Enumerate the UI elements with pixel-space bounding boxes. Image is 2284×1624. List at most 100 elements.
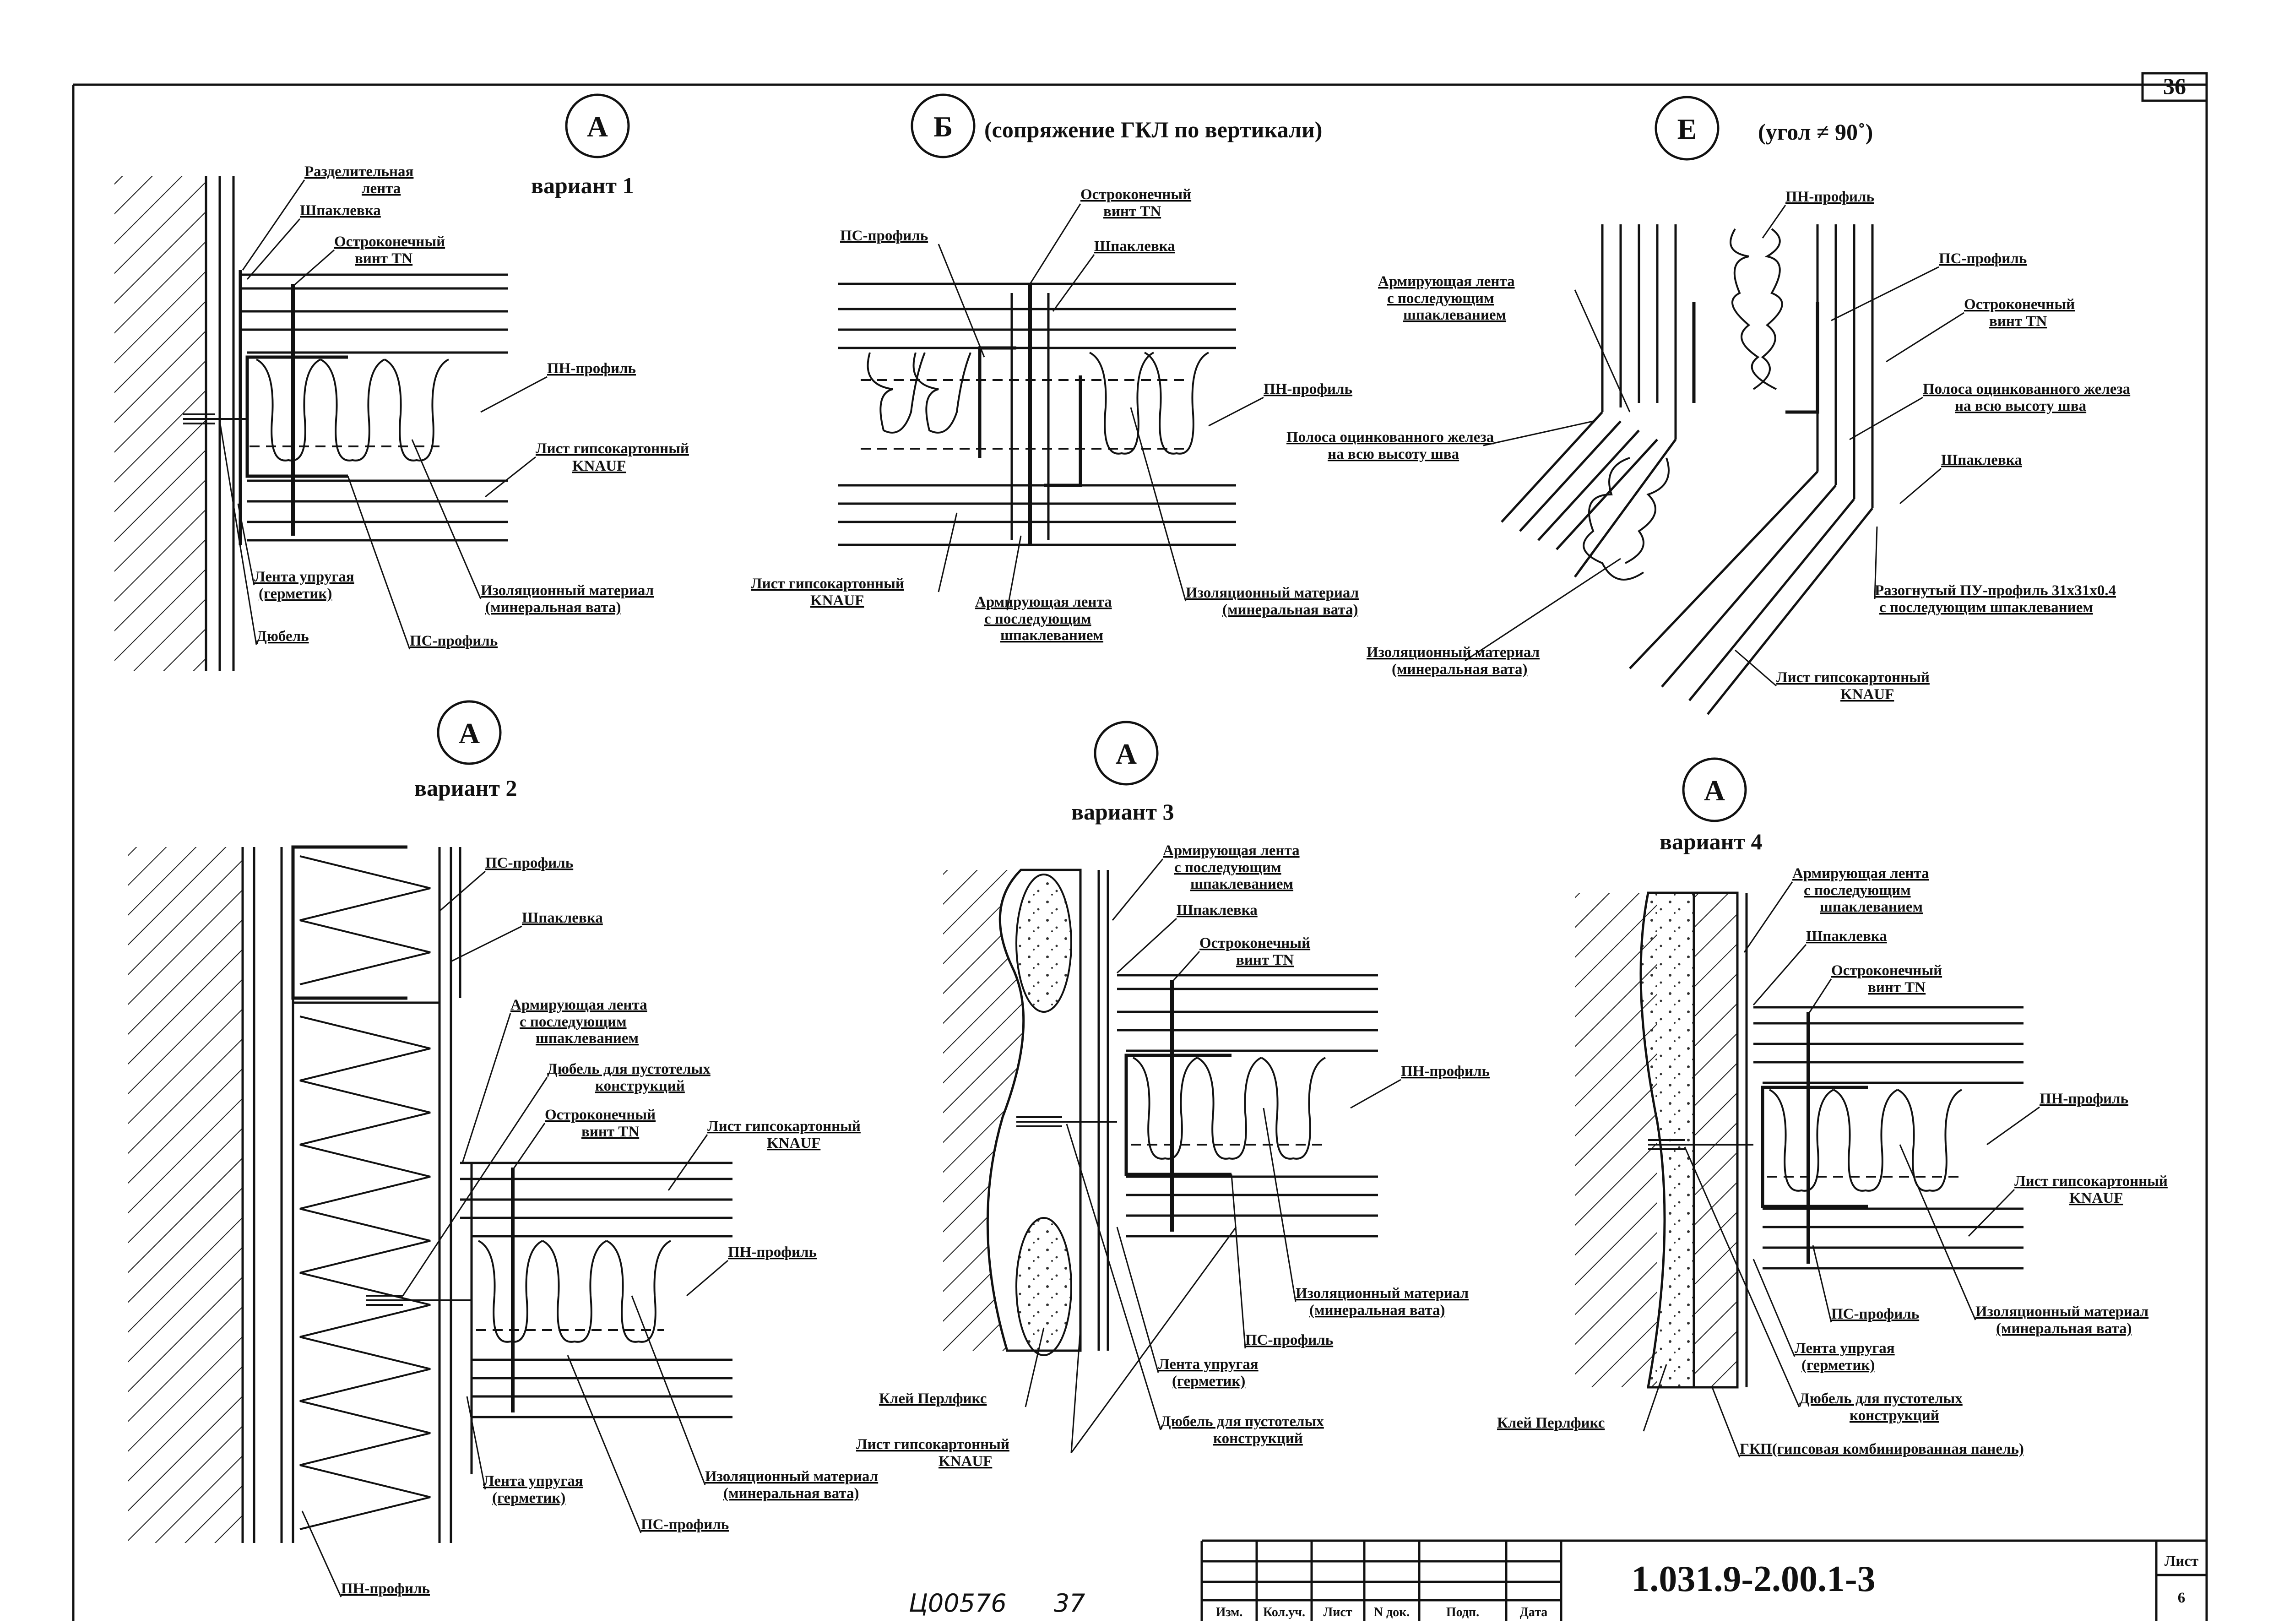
- svg-text:Разогнутый ПУ-профиль 31х31х0.: Разогнутый ПУ-профиль 31х31х0.4: [1875, 582, 2116, 599]
- svg-text:ПС-профиль: ПС-профиль: [840, 228, 928, 244]
- svg-text:KNAUF: KNAUF: [572, 458, 626, 474]
- svg-text:с последующим: с последующим: [1387, 290, 1494, 307]
- svg-text:Лента упругая: Лента упругая: [254, 569, 354, 585]
- svg-text:на всю высоту шва: на всю высоту шва: [1955, 398, 2086, 414]
- svg-text:Дюбель для пустотелых: Дюбель для пустотелых: [1161, 1413, 1324, 1430]
- svg-text:с последующим: с последующим: [1174, 859, 1281, 876]
- svg-text:Дюбель: Дюбель: [256, 628, 309, 645]
- wall-layers: [205, 176, 508, 671]
- svg-text:KNAUF: KNAUF: [810, 592, 864, 609]
- svg-text:Изоляционный материал: Изоляционный материал: [1975, 1304, 2148, 1320]
- svg-text:Лента упругая: Лента упругая: [1795, 1340, 1895, 1357]
- svg-text:Б: Б: [933, 110, 953, 143]
- svg-text:ПН-профиль: ПН-профиль: [2040, 1091, 2128, 1107]
- svg-text:ГКП(гипсовая комбинированная п: ГКП(гипсовая комбинированная панель): [1740, 1441, 2024, 1457]
- svg-text:Шпаклевка: Шпаклевка: [1806, 928, 1887, 945]
- svg-text:(минеральная вата): (минеральная вата): [485, 599, 621, 616]
- svg-text:(герметик): (герметик): [492, 1490, 565, 1506]
- labels-a1: Разделительная лента Шпаклевка Остроконе…: [254, 163, 689, 649]
- sheet-number: 6: [2178, 1590, 2186, 1606]
- svg-text:ПН-профиль: ПН-профиль: [1401, 1063, 1490, 1080]
- stamp-columns: Изм. Кол.уч. Лист N док. Подп. Дата: [1216, 1605, 1548, 1619]
- svg-text:Лист гипсокартонный: Лист гипсокартонный: [751, 576, 904, 592]
- svg-text:Дюбель для пустотелых: Дюбель для пустотелых: [547, 1061, 711, 1077]
- svg-text:Полоса оцинкованного железа: Полоса оцинкованного железа: [1923, 381, 2130, 397]
- detail-letter: А: [587, 110, 608, 143]
- svg-text:с последующим: с последующим: [1804, 882, 1911, 899]
- svg-text:ПН-профиль: ПН-профиль: [341, 1581, 430, 1597]
- svg-text:винт TN: винт TN: [1868, 979, 1926, 996]
- detail-a4: А вариант 4: [1575, 757, 2024, 1389]
- svg-text:KNAUF: KNAUF: [767, 1135, 820, 1151]
- svg-text:вариант 2: вариант 2: [414, 775, 517, 801]
- svg-text:ПС-профиль: ПС-профиль: [1831, 1306, 1919, 1322]
- svg-text:(герметик): (герметик): [259, 586, 332, 602]
- svg-text:ПС-профиль: ПС-профиль: [1245, 1332, 1333, 1348]
- svg-text:(минеральная вата): (минеральная вата): [1222, 602, 1358, 618]
- svg-text:Шпаклевка: Шпаклевка: [1177, 902, 1258, 918]
- svg-text:(минеральная вата): (минеральная вата): [1996, 1320, 2132, 1337]
- svg-text:Остроконечный: Остроконечный: [1964, 296, 2075, 313]
- svg-text:винт TN: винт TN: [355, 250, 412, 267]
- detail-marker-circle: [565, 93, 630, 158]
- labels-a3: Армирующая лента с последующим шпаклеван…: [856, 842, 1490, 1470]
- svg-text:Дюбель для пустотелых: Дюбель для пустотелых: [1799, 1390, 1963, 1407]
- svg-text:KNAUF: KNAUF: [1840, 686, 1894, 703]
- svg-text:Остроконечный: Остроконечный: [1199, 935, 1310, 951]
- detail-b: Б (сопряжение ГКЛ по вертикали): [838, 93, 1322, 546]
- leaders-a2: [301, 870, 728, 1597]
- svg-text:Остроконечный: Остроконечный: [1080, 186, 1191, 203]
- svg-text:KNAUF: KNAUF: [2069, 1190, 2123, 1206]
- svg-text:Остроконечный: Остроконечный: [545, 1107, 656, 1123]
- labels-a4: Армирующая лента с последующим шпаклеван…: [1497, 865, 2168, 1457]
- svg-text:Лента упругая: Лента упругая: [483, 1473, 583, 1489]
- svg-text:Армирующая лента: Армирующая лента: [510, 997, 647, 1013]
- svg-text:шпаклеванием: шпаклеванием: [1403, 307, 1506, 323]
- labels-e: ПН-профиль Армирующая лента с последующи…: [1286, 189, 2130, 703]
- svg-text:Дата: Дата: [1520, 1605, 1548, 1619]
- leaders-a3: [1025, 858, 1401, 1453]
- svg-text:Армирующая лента: Армирующая лента: [1163, 842, 1300, 859]
- svg-text:Лист: Лист: [1323, 1605, 1352, 1619]
- svg-text:ПН-профиль: ПН-профиль: [1785, 189, 1874, 205]
- leaders-e: [1465, 205, 1964, 687]
- detail-a1: А вариант 1: [114, 93, 634, 671]
- drawing-code: 1.031.9-2.00.1-3: [1631, 1559, 1875, 1599]
- svg-text:ПН-профиль: ПН-профиль: [1264, 381, 1352, 397]
- svg-text:(герметик): (герметик): [1172, 1373, 1245, 1390]
- svg-text:Лист гипсокартонный: Лист гипсокартонный: [536, 440, 689, 457]
- svg-text:(угол ≠ 90˚): (угол ≠ 90˚): [1758, 119, 1873, 145]
- svg-text:Клей Перлфикс: Клей Перлфикс: [1497, 1415, 1605, 1431]
- svg-text:винт TN: винт TN: [1236, 952, 1294, 968]
- svg-text:А: А: [1704, 774, 1725, 807]
- detail-e: Е (угол ≠ 90˚): [1501, 96, 1874, 715]
- svg-text:Остроконечный: Остроконечный: [1831, 962, 1942, 979]
- svg-text:Шпаклевка: Шпаклевка: [1941, 452, 2022, 468]
- svg-text:ПС-профиль: ПС-профиль: [410, 633, 498, 649]
- leaders-a1: [219, 179, 548, 650]
- page-number: 36: [2163, 73, 2186, 99]
- handwritten-note: Ц00576 37: [909, 1589, 1085, 1618]
- svg-text:Армирующая лента: Армирующая лента: [1378, 273, 1515, 290]
- svg-text:шпаклеванием: шпаклеванием: [1820, 899, 1923, 915]
- svg-text:Лист гипсокартонный: Лист гипсокартонный: [1776, 669, 1930, 686]
- mineral-wool-loops: [250, 358, 449, 462]
- svg-text:KNAUF: KNAUF: [939, 1453, 992, 1470]
- svg-text:Разделительная: Разделительная: [304, 163, 413, 180]
- svg-text:Лист гипсокартонный: Лист гипсокартонный: [2014, 1173, 2168, 1189]
- svg-text:винт TN: винт TN: [1989, 313, 2047, 330]
- svg-text:(минеральная вата): (минеральная вата): [1392, 661, 1527, 678]
- svg-text:Изоляционный материал: Изоляционный материал: [705, 1468, 878, 1485]
- svg-text:шпаклеванием: шпаклеванием: [536, 1030, 639, 1047]
- svg-text:Лист гипсокартонный: Лист гипсокартонный: [856, 1436, 1009, 1453]
- svg-text:(минеральная вата): (минеральная вата): [723, 1485, 859, 1502]
- svg-text:N док.: N док.: [1374, 1605, 1410, 1619]
- svg-text:шпаклеванием: шпаклеванием: [1000, 627, 1103, 644]
- svg-text:Лист гипсокартонный: Лист гипсокартонный: [707, 1118, 861, 1135]
- svg-text:с последующим шпаклеванием: с последующим шпаклеванием: [1879, 599, 2093, 616]
- svg-text:Изоляционный материал: Изоляционный материал: [481, 582, 654, 599]
- svg-text:Изоляционный материал: Изоляционный материал: [1186, 585, 1359, 601]
- leaders-a4: [1643, 881, 2040, 1458]
- svg-text:ПН-профиль: ПН-профиль: [547, 360, 636, 377]
